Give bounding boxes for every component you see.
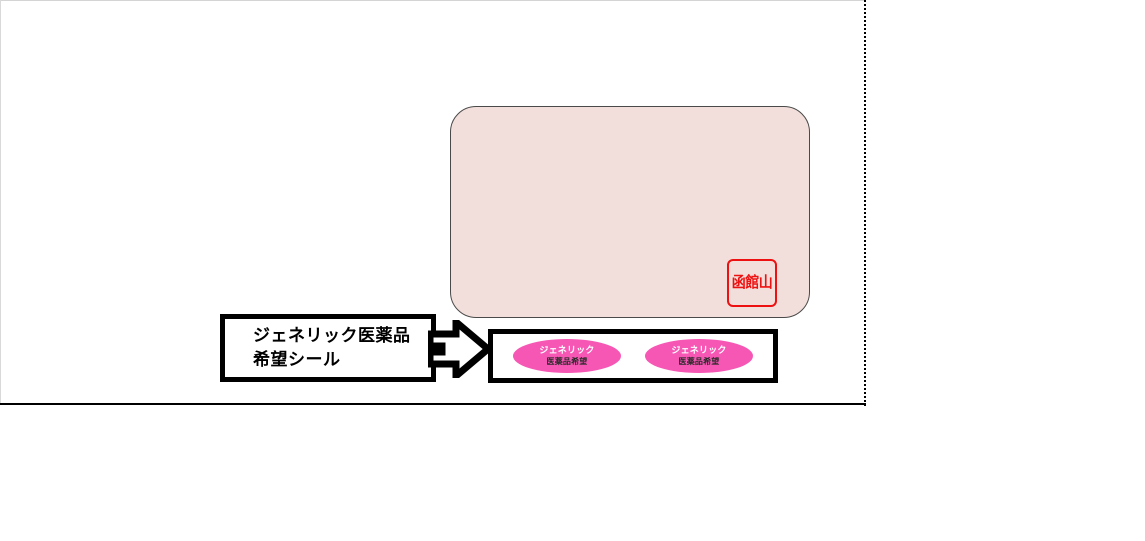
sheet-bottom-rule [0,403,866,405]
red-name-stamp: 函館山 [727,259,777,307]
sticker-oval: ジェネリック 医薬品希望 [513,339,621,373]
sticker-bottom-text: 医薬品希望 [678,356,720,366]
callout-line-2: 希望シール [253,350,341,370]
sticker-sheet: ジェネリック 医薬品希望 ジェネリック 医薬品希望 [488,329,778,383]
sticker-top-text: ジェネリック [671,346,727,357]
sheet-top-rule [0,0,866,1]
medicine-notebook-cover: 函館山 [450,106,810,318]
sheet-left-rule [0,0,1,405]
sticker-bottom-text: 医薬品希望 [546,356,588,366]
sheet-right-dotted-rule [864,0,866,406]
callout-line-1: ジェネリック医薬品 [253,325,411,346]
sticker-top-text: ジェネリック [539,346,595,357]
right-arrow-icon [426,314,494,384]
red-name-stamp-text: 函館山 [731,274,773,292]
callout-box: ジェネリック医薬品 希望シール [220,314,436,382]
sticker-oval: ジェネリック 医薬品希望 [645,339,753,373]
